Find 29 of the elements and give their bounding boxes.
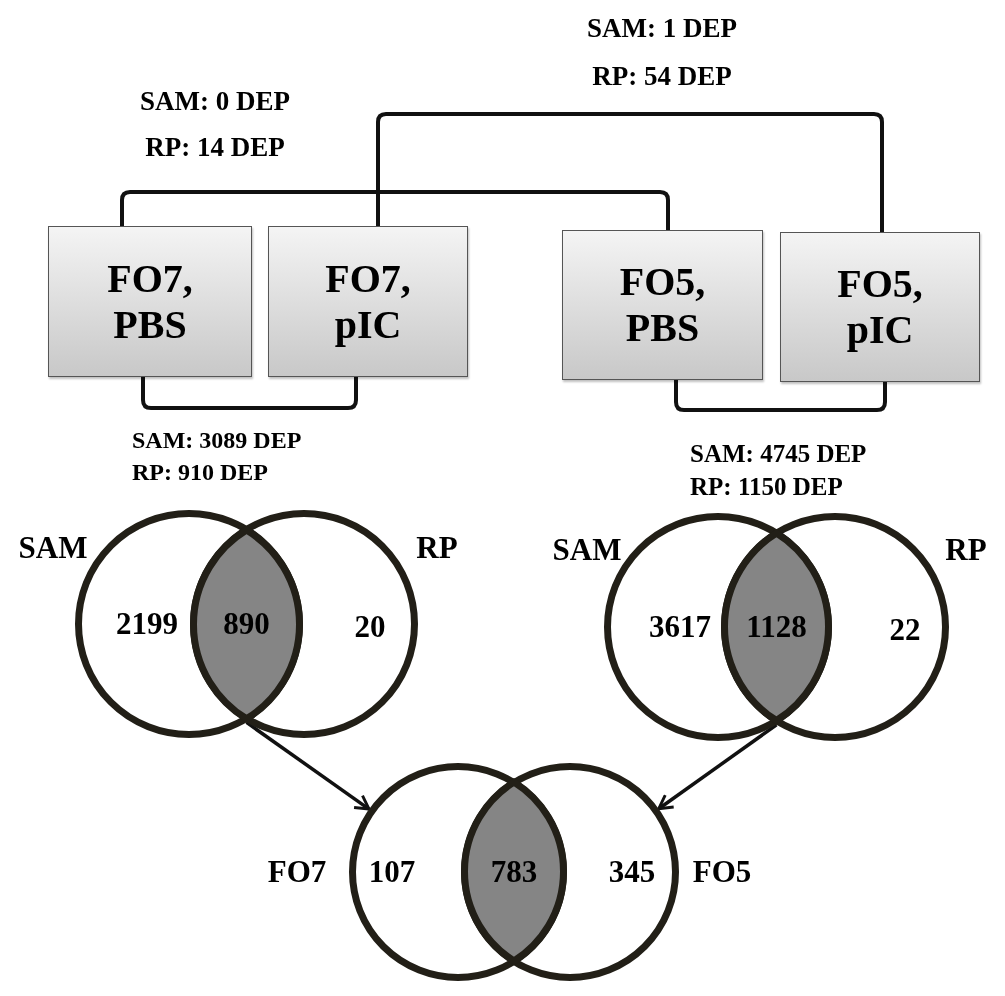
bracket-connector <box>674 380 887 412</box>
count-label: 2199 <box>116 606 178 642</box>
box-label: FO5, pIC <box>836 261 924 353</box>
count-label: 20 <box>354 609 386 645</box>
bracket-connector <box>120 190 670 230</box>
set-label: SAM <box>18 530 88 566</box>
box-label: FO7, PBS <box>106 255 194 348</box>
sample-box <box>48 226 252 377</box>
box-label: FO7, pIC <box>324 255 412 348</box>
bracket-connector <box>376 112 884 232</box>
bracket-connector <box>141 377 358 410</box>
set-label: RP <box>416 530 458 566</box>
arrow <box>245 721 371 811</box>
set-label: FO5 <box>692 854 752 890</box>
count-label: 22 <box>889 612 921 648</box>
count-label: 1128 <box>746 609 807 645</box>
count-label: 3617 <box>649 609 711 645</box>
sample-box <box>780 232 980 382</box>
box-label: FO5, PBS <box>618 259 707 351</box>
arrow <box>657 723 778 811</box>
count-label: 345 <box>608 854 656 890</box>
set-label: SAM <box>552 532 622 568</box>
count-label: 783 <box>490 854 538 890</box>
sample-box <box>562 230 763 380</box>
sample-box <box>268 226 468 377</box>
set-label: RP <box>945 532 987 568</box>
count-label: 890 <box>223 606 270 642</box>
set-label: FO7 <box>267 854 327 890</box>
count-label: 107 <box>368 854 416 890</box>
